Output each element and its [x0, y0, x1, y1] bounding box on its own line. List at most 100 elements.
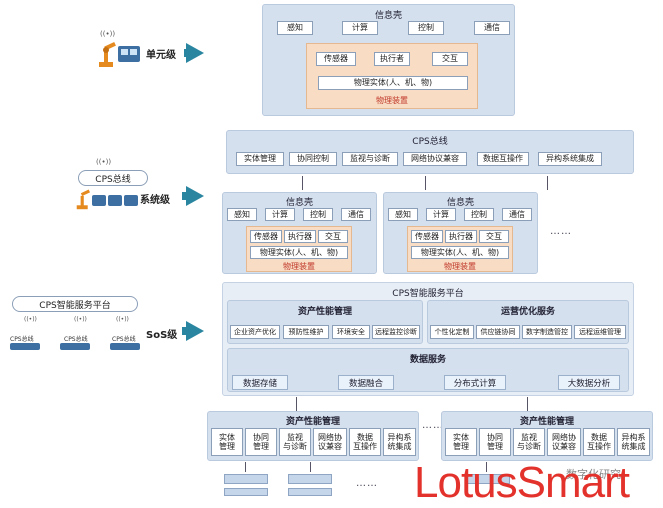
sub1-physical-label: 物理装置 [283, 262, 315, 271]
machine-icon [110, 343, 140, 350]
system-bus-label: CPS总线 [95, 175, 131, 185]
sub2-physical-entity: 物理实体(人、机、物) [411, 246, 509, 259]
sos-mini-bus-1: CPS总线 [10, 336, 34, 343]
connector-line [486, 462, 487, 472]
sub-panel-2-title: 信息壳 [446, 198, 474, 208]
machine-icon [10, 343, 40, 350]
connector-line [527, 397, 528, 411]
bus-tag-monitor: 监视与诊断 [342, 152, 398, 166]
bottom-right-tag-4: 网络协 议兼容 [547, 428, 581, 456]
device-strip-icon [288, 474, 332, 484]
system-wireless-icon: ((•)) [96, 158, 112, 166]
machine-icon [108, 195, 122, 206]
bottom-right-tag-2: 协同 管理 [479, 428, 511, 456]
sos-arrow-stem [182, 327, 188, 335]
asset-tag-optimize: 企业资产优化 [230, 325, 280, 339]
connector-line [302, 176, 303, 190]
unit-level-arrow-icon [186, 43, 204, 63]
watermark-small-text: 数字化研究 [566, 468, 621, 481]
connector-line [425, 176, 426, 190]
bottom-left-tag-4: 网络协 议兼容 [313, 428, 347, 456]
bottom-left-tag-6: 异构系 统集成 [383, 428, 416, 456]
sub1-info-tag-compute: 计算 [265, 208, 295, 221]
bottom-left-tag-5: 数据 互操作 [349, 428, 381, 456]
connector-line [296, 397, 297, 411]
sos-ops-title: 运营优化服务 [500, 307, 555, 317]
bottom-left-title: 资产性能管理 [285, 417, 340, 427]
system-level-label: 系统级 [140, 195, 170, 206]
sos-platform-panel-title: CPS智能服务平台 [392, 289, 464, 299]
bottom-right-tag-6: 异构系 统集成 [617, 428, 650, 456]
unit-level-label: 单元级 [146, 50, 176, 61]
unit-physical-label: 物理装置 [376, 96, 408, 105]
unit-info-tag-sense: 感知 [277, 21, 313, 35]
machine-icon [60, 343, 90, 350]
sub1-device-tag-actuator: 执行器 [284, 230, 316, 243]
ops-tag-remote-ops: 远程运维管理 [574, 325, 626, 339]
sub1-device-tag-sensor: 传感器 [250, 230, 282, 243]
sos-data-title: 数据服务 [409, 355, 446, 365]
connector-line [245, 462, 246, 472]
bus-tag-interop: 数据互操作 [477, 152, 529, 166]
sos-platform-label-box [12, 296, 138, 312]
bus-tag-protocol: 网络协议兼容 [403, 152, 467, 166]
device-strip-icon [466, 474, 510, 484]
sos-asset-title: 资产性能管理 [297, 307, 352, 317]
sub1-info-tag-control: 控制 [303, 208, 333, 221]
sub2-device-tag-actuator: 执行器 [445, 230, 477, 243]
sub1-info-tag-sense: 感知 [227, 208, 257, 221]
bottom-left-tag-2: 协同 管理 [245, 428, 277, 456]
robot-arm-icon [76, 189, 90, 210]
sub2-physical-label: 物理装置 [444, 262, 476, 271]
connector-line [310, 462, 311, 472]
unit-device-tag-actuator: 执行者 [374, 52, 410, 66]
machine-icon [124, 195, 138, 206]
unit-device-tag-sensor: 传感器 [316, 52, 356, 66]
data-tag-bigdata: 大数据分析 [558, 375, 620, 390]
system-arrow-stem [182, 192, 188, 200]
bottom-ellipsis-low: …… [356, 478, 378, 489]
unit-info-tag-compute: 计算 [342, 21, 378, 35]
bottom-right-title: 资产性能管理 [519, 417, 574, 427]
sos-level-label: SoS级 [146, 330, 178, 341]
bus-tag-entity: 实体管理 [236, 152, 284, 166]
asset-tag-maintenance: 预防性维护 [283, 325, 329, 339]
wireless-signal-icon: ((•)) [100, 30, 116, 38]
device-strip-icon [224, 488, 268, 496]
sub1-info-tag-comm: 通信 [341, 208, 371, 221]
sos-mini-bus-3: CPS总线 [112, 336, 136, 343]
sub2-device-tag-sensor: 传感器 [411, 230, 443, 243]
data-tag-storage: 数据存储 [232, 375, 288, 390]
system-bus-panel-title: CPS总线 [412, 137, 448, 147]
device-strip-icon [224, 474, 268, 484]
machine-icon [92, 195, 106, 206]
data-tag-fusion: 数据融合 [338, 375, 394, 390]
sub2-device-tag-interaction: 交互 [479, 230, 509, 243]
sub2-info-tag-comm: 通信 [502, 208, 532, 221]
sos-wireless-icon: ((•)) [116, 316, 129, 323]
sos-wireless-icon: ((•)) [24, 316, 37, 323]
unit-device-tag-interaction: 交互 [432, 52, 468, 66]
system-bus-label-box [78, 170, 148, 186]
sos-mini-bus-2: CPS总线 [64, 336, 88, 343]
bottom-right-tag-3: 监视 与诊断 [513, 428, 545, 456]
bus-tag-coop: 协同控制 [289, 152, 337, 166]
robot-arm-icon [99, 41, 116, 67]
ops-tag-custom: 个性化定制 [430, 325, 474, 339]
machine-screen-icon [121, 49, 128, 55]
bottom-left-tag-3: 监视 与诊断 [279, 428, 311, 456]
bottom-ellipsis-mid: …… [422, 420, 444, 431]
sub2-info-tag-control: 控制 [464, 208, 494, 221]
system-level-arrow-icon [186, 186, 204, 206]
ops-tag-supply: 供应链协同 [476, 325, 520, 339]
ops-tag-digital: 数字制造管控 [522, 325, 572, 339]
sub1-physical-entity: 物理实体(人、机、物) [250, 246, 348, 259]
sos-level-arrow-icon [186, 321, 204, 341]
watermark-brand: LotusSmart [414, 458, 630, 507]
unit-info-tag-comm: 通信 [474, 21, 510, 35]
bottom-left-tag-1: 实体 管理 [211, 428, 243, 456]
bus-tag-hetero: 异构系统集成 [538, 152, 602, 166]
unit-physical-entity: 物理实体(人、机、物) [318, 76, 468, 90]
unit-panel-title: 信息壳 [374, 11, 402, 21]
bottom-right-tag-5: 数据 互操作 [583, 428, 615, 456]
